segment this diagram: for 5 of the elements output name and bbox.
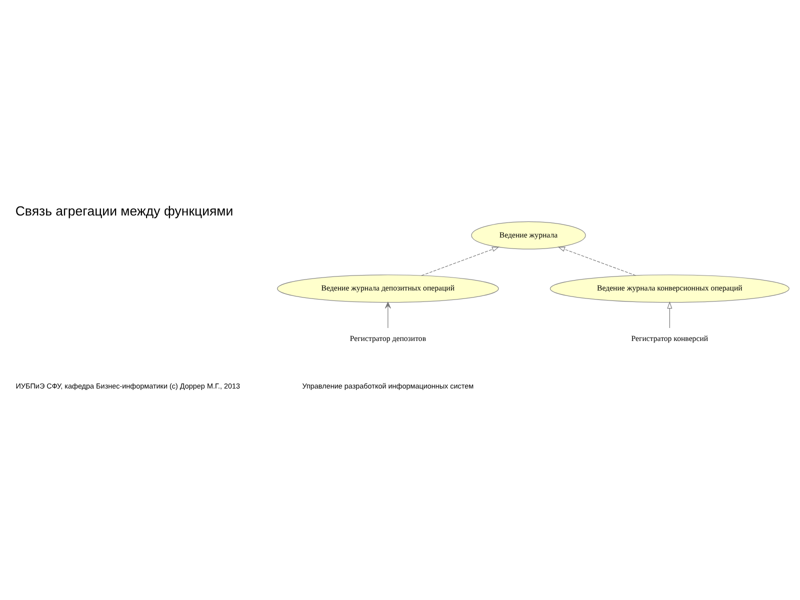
arrow: [384, 302, 391, 328]
arrow: [558, 246, 636, 276]
arrow: [421, 246, 500, 276]
diagram-title: Связь агрегации между функциями: [15, 203, 234, 218]
arrow: [667, 301, 672, 328]
